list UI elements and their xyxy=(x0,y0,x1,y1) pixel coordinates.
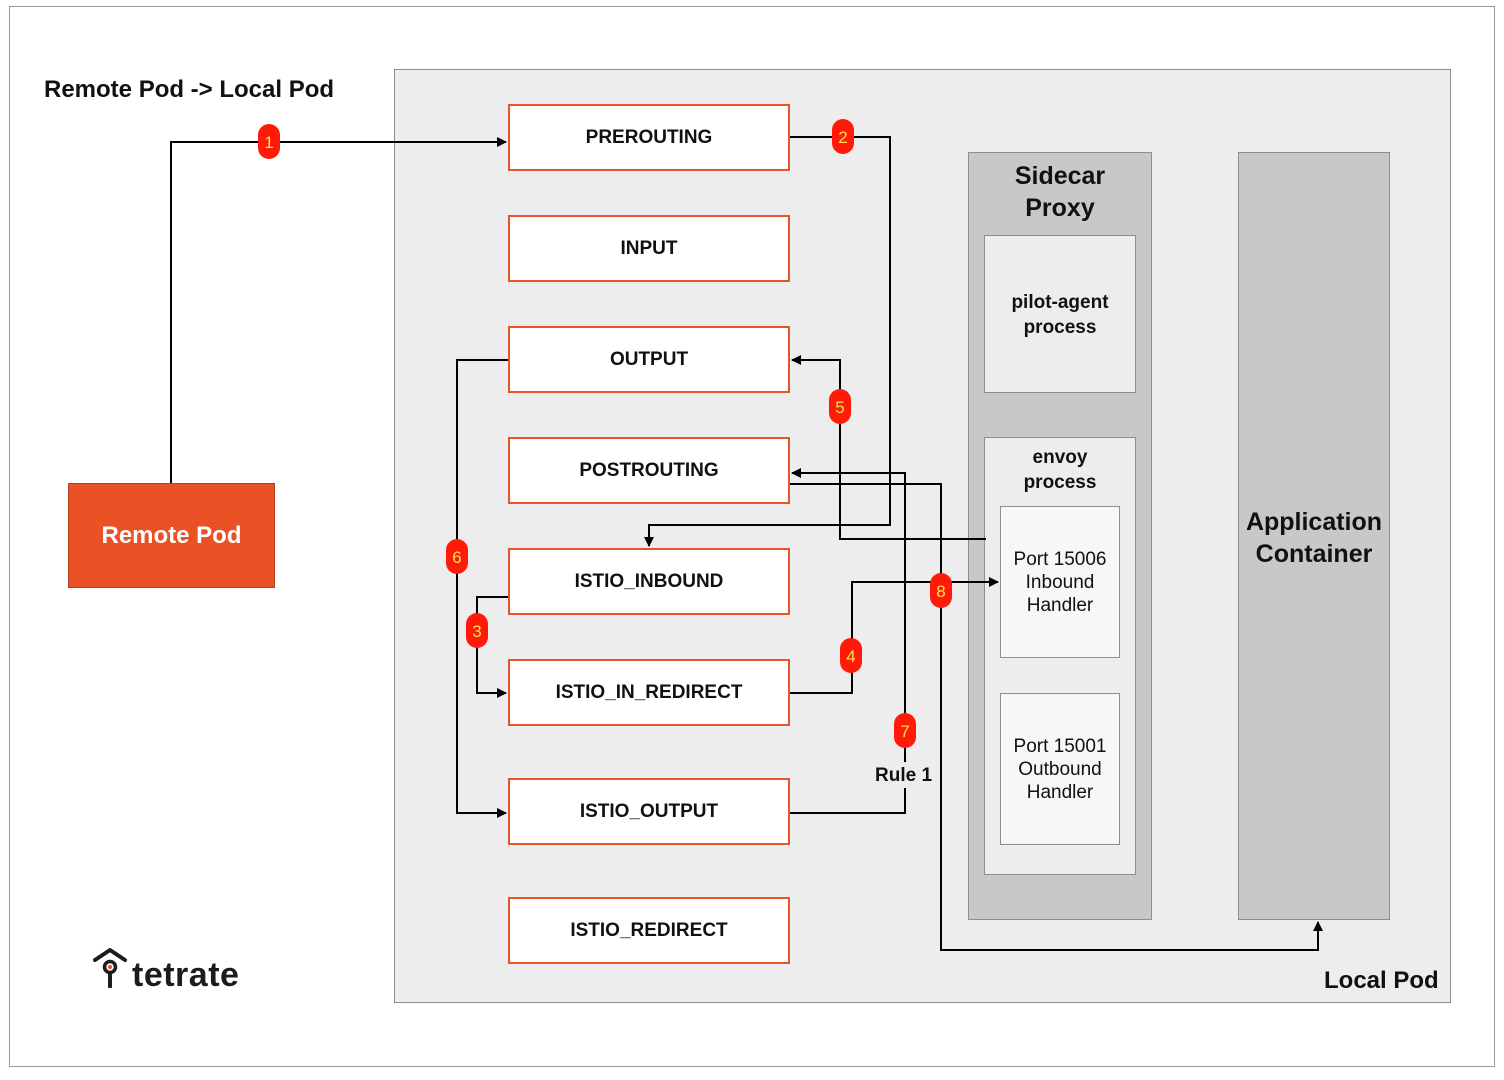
chain-istio-inbound: ISTIO_INBOUND xyxy=(508,548,790,615)
step-badge-2: 2 xyxy=(832,119,854,154)
chain-istio-in-redirect: ISTIO_IN_REDIRECT xyxy=(508,659,790,726)
svg-text:8: 8 xyxy=(936,582,945,601)
tetrate-logo-text: tetrate xyxy=(132,956,240,994)
arrow-step-4 xyxy=(790,577,999,694)
diagram-frame xyxy=(9,6,1495,1067)
chain-output: OUTPUT xyxy=(508,326,790,393)
pilot-agent-label: pilot-agent process xyxy=(1011,292,1109,338)
pilot-agent-box xyxy=(984,235,1136,393)
step-badge-8: 8 xyxy=(930,573,952,608)
tetrate-logo: tetrate xyxy=(92,946,239,992)
step-badge-1: 1 xyxy=(258,124,280,159)
step-badge-7: 7 xyxy=(894,713,916,748)
arrow-step-8 xyxy=(790,483,1323,951)
arrow-step-2 xyxy=(644,136,891,547)
svg-text:3: 3 xyxy=(472,622,481,641)
outbound-handler-box: Port 15001 Outbound Handler xyxy=(1000,693,1120,845)
svg-text:2: 2 xyxy=(838,128,847,147)
chain-postrouting: POSTROUTING xyxy=(508,437,790,504)
remote-pod-box: Remote Pod xyxy=(68,483,275,588)
svg-text:4: 4 xyxy=(846,647,855,666)
application-container-box xyxy=(1238,152,1390,920)
step-badge-4: 4 xyxy=(840,638,862,673)
step-badge-3: 3 xyxy=(466,613,488,648)
chain-istio-redirect: ISTIO_REDIRECT xyxy=(508,897,790,964)
svg-text:5: 5 xyxy=(835,398,844,417)
arrow-step-7 xyxy=(790,468,906,814)
chain-input: INPUT xyxy=(508,215,790,282)
application-container-title: Application Container xyxy=(1245,508,1383,568)
diagram-heading: Remote Pod -> Local Pod xyxy=(44,76,335,103)
chain-istio-output: ISTIO_OUTPUT xyxy=(508,778,790,845)
chain-prerouting: PREROUTING xyxy=(508,104,790,171)
step-badge-5: 5 xyxy=(829,389,851,424)
envoy-process-label: envoy process xyxy=(1023,447,1097,493)
arrow-step-6 xyxy=(456,359,508,818)
arrow-step-5 xyxy=(791,355,986,540)
step-badge-6: 6 xyxy=(446,539,468,574)
svg-text:6: 6 xyxy=(452,548,461,567)
inbound-handler-box: Port 15006 Inbound Handler xyxy=(1000,506,1120,658)
local-pod-label: Local Pod xyxy=(1324,967,1439,994)
arrow-step-1 xyxy=(170,137,507,483)
svg-text:7: 7 xyxy=(900,722,909,741)
rule-1-label: Rule 1 xyxy=(875,765,933,786)
sidecar-proxy-title: Sidecar Proxy xyxy=(1014,162,1106,222)
svg-text:1: 1 xyxy=(264,133,273,152)
tetrate-logo-icon xyxy=(93,948,127,988)
